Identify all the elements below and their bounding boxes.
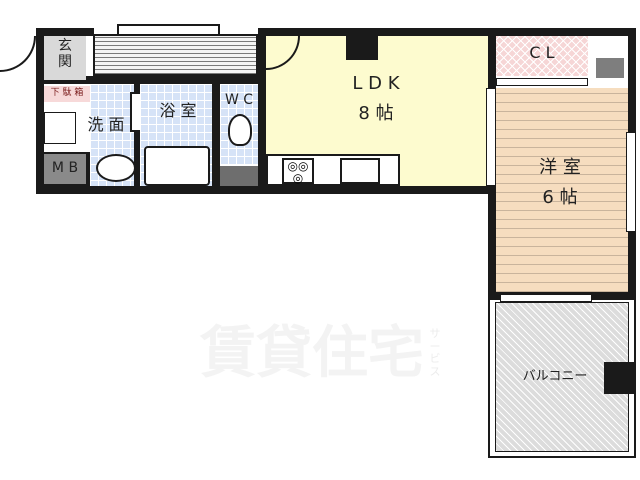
wall-bath-wc bbox=[212, 76, 220, 194]
western-room-sliding-door[interactable] bbox=[486, 88, 496, 186]
wall-bottom-left bbox=[36, 186, 496, 194]
western-room-size: 6 帖 bbox=[542, 187, 578, 208]
meter-box-inner bbox=[44, 154, 86, 184]
front-window bbox=[117, 24, 220, 36]
wall-top-right bbox=[490, 28, 636, 36]
wall-ldk-left bbox=[258, 28, 266, 194]
ldk-name: L D K bbox=[352, 73, 400, 94]
closet-door[interactable] bbox=[496, 78, 588, 86]
washer-space bbox=[44, 112, 76, 144]
washroom-label: 洗 面 bbox=[87, 115, 125, 134]
entrance-area bbox=[44, 36, 86, 80]
wash-basin bbox=[96, 154, 136, 182]
western-room-name: 洋 室 bbox=[539, 157, 581, 178]
entrance-door[interactable] bbox=[0, 36, 36, 72]
balcony-window[interactable] bbox=[500, 294, 592, 302]
meter-box-label: M B bbox=[51, 160, 79, 176]
western-room-window[interactable] bbox=[626, 132, 636, 232]
shoe-box bbox=[44, 86, 90, 102]
toilet-label: W C bbox=[224, 92, 254, 108]
front-balcony-slats bbox=[93, 34, 258, 76]
wall-top-left bbox=[36, 28, 94, 36]
toilet-tank bbox=[220, 166, 258, 186]
entrance-label: 玄 関 bbox=[58, 38, 72, 71]
toilet-bowl bbox=[228, 114, 252, 146]
balcony-label: バルコニー bbox=[522, 369, 588, 384]
closet bbox=[496, 36, 588, 76]
closet-label: C L bbox=[529, 43, 555, 62]
wall-inner-horizontal bbox=[44, 76, 266, 84]
wall-left bbox=[36, 28, 44, 194]
bathroom-label: 浴 室 bbox=[159, 101, 197, 120]
shoe-box-label: 下 駄 箱 bbox=[50, 88, 84, 98]
bathtub bbox=[144, 146, 210, 186]
shaft bbox=[596, 58, 624, 78]
watermark: 賃貸住宅 bbox=[200, 321, 424, 386]
western-room-floor bbox=[496, 88, 628, 292]
stove-icon: ◎◎◎ bbox=[282, 158, 314, 184]
watermark-sub: サービス bbox=[429, 327, 441, 378]
wall-wash-bath bbox=[134, 84, 140, 186]
outdoor-unit bbox=[604, 362, 636, 394]
wall-top-mid bbox=[258, 28, 490, 36]
ldk-size: 8 帖 bbox=[358, 103, 394, 124]
sink-icon bbox=[340, 158, 380, 184]
ldk-pillar bbox=[346, 36, 378, 60]
